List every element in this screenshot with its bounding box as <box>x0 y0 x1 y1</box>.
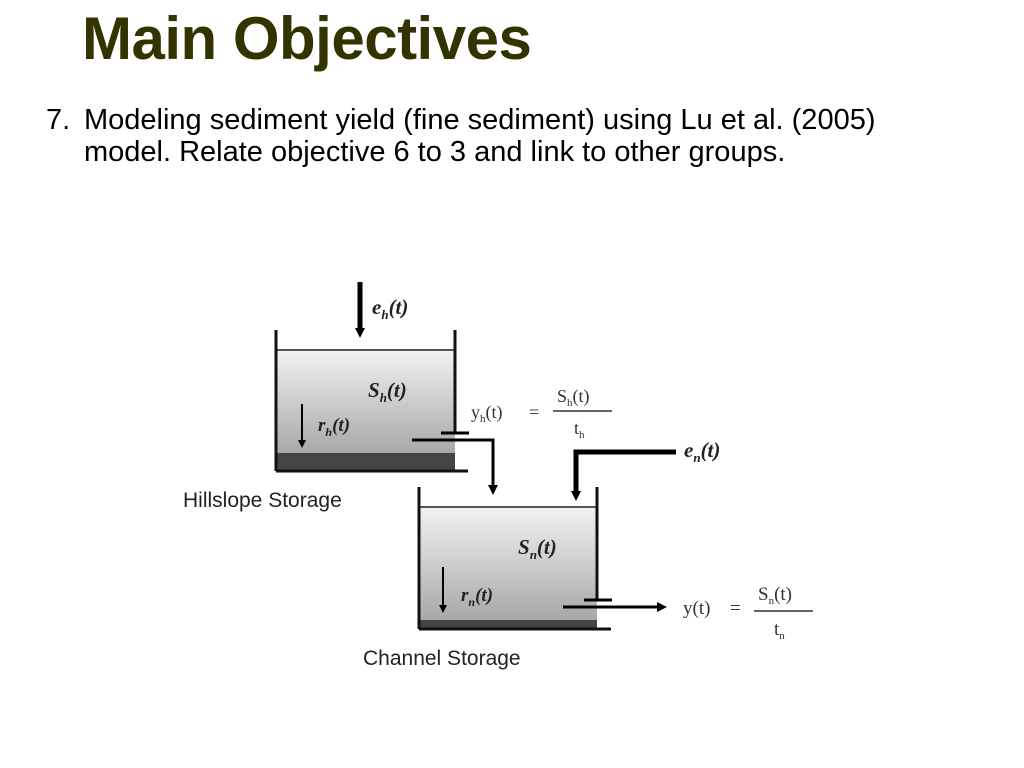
svg-text:=: = <box>529 402 539 422</box>
bullet-text: Modeling sediment yield (fine sediment) … <box>84 104 876 168</box>
svg-text:tn: tn <box>774 619 785 642</box>
hillslope-storage-caption: Hillslope Storage <box>183 489 342 512</box>
hillslope-storage-label: Sh(t) <box>368 378 407 405</box>
channel-input-label: en(t) <box>684 438 720 465</box>
hillslope-yield-equation: yh(t) = Sh(t) th <box>471 386 612 441</box>
slide-title: Main Objectives <box>82 5 532 72</box>
svg-text:y(t): y(t) <box>683 598 710 619</box>
objective-bullet: 7. Modeling sediment yield (fine sedimen… <box>46 104 946 168</box>
output-yield-equation: y(t) = Sn(t) tn <box>683 584 813 642</box>
svg-text:Sn(t): Sn(t) <box>758 584 792 607</box>
channel-sediment-layer <box>419 620 597 629</box>
channel-tank <box>417 487 611 631</box>
channel-input-arrow <box>571 449 676 501</box>
bullet-number: 7. <box>46 104 71 136</box>
hillslope-tank <box>274 330 468 473</box>
channel-storage-caption: Channel Storage <box>363 647 521 670</box>
channel-loss-label: rn(t) <box>461 585 493 609</box>
svg-text:Sh(t): Sh(t) <box>557 386 590 409</box>
hillslope-loss-label: rh(t) <box>318 415 350 439</box>
svg-text:yh(t): yh(t) <box>471 402 503 425</box>
channel-storage-label: Sn(t) <box>518 535 557 562</box>
hillslope-outflow-arrow <box>412 438 498 495</box>
hillslope-sediment-layer <box>276 453 455 471</box>
svg-text:=: = <box>730 598 741 619</box>
hillslope-input-label: eh(t) <box>372 295 408 322</box>
hillslope-water <box>276 350 455 453</box>
svg-text:th: th <box>574 418 585 441</box>
channel-water <box>419 507 597 620</box>
